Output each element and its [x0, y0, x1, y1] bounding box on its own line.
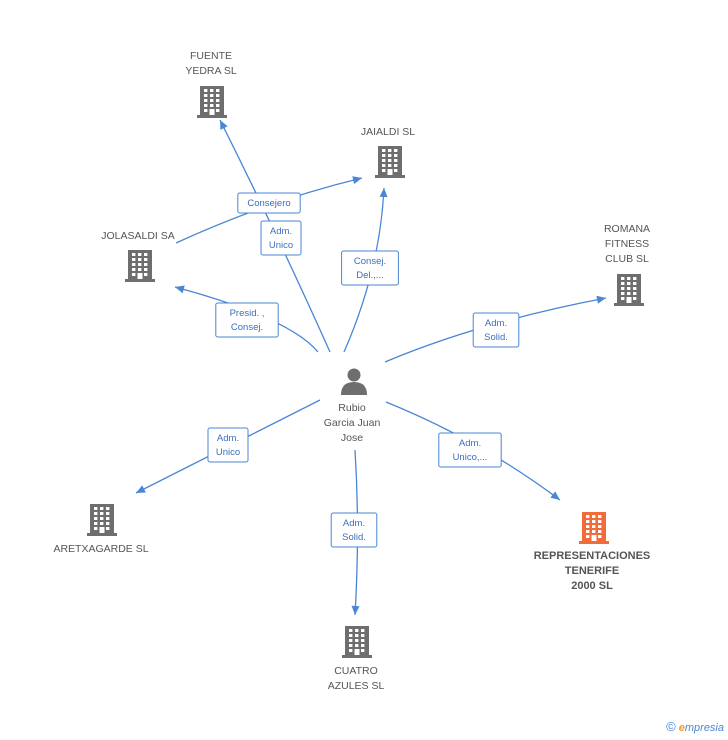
company-node-fuente[interactable]: FUENTE YEDRA SL — [185, 50, 237, 118]
company-name: JAIALDI SL — [361, 126, 415, 138]
company-name: FUENTE YEDRA SL — [185, 50, 237, 77]
relation-label-text-line: Adm. — [343, 518, 365, 529]
person-icon[interactable] — [341, 368, 367, 396]
footer-brand: © empresia — [666, 719, 724, 734]
relation-label-box — [330, 512, 378, 548]
copyright-icon: © — [666, 719, 676, 734]
company-name-line: FITNESS — [605, 238, 649, 250]
relation-label[interactable]: Adm. Unico,... — [438, 432, 502, 468]
relation-label-text-line: Adm. — [217, 433, 239, 444]
company-name-line: JOLASALDI SA — [101, 230, 175, 242]
relation-label[interactable]: Adm. Solid. — [330, 512, 378, 548]
relation-label-text-line: Solid. — [342, 532, 366, 543]
company-name: ARETXAGARDE SL — [53, 543, 148, 555]
relation-label-text: Consejero — [247, 198, 290, 209]
relation-label-text: Consej. Del.,... — [354, 256, 386, 281]
relation-label-box — [215, 302, 279, 338]
relation-label[interactable]: Adm. Solid. — [472, 312, 520, 348]
relation-label-text: Adm. Solid. — [342, 518, 366, 543]
relation-label-text: Adm. Unico,... — [453, 438, 488, 463]
relation-label-text-line: Unico — [216, 447, 240, 458]
relation-label-box — [237, 192, 301, 214]
building-icon[interactable] — [614, 274, 644, 306]
relation-label-text: Adm. Unico — [269, 226, 293, 251]
company-name-line: ROMANA — [604, 223, 650, 235]
relation-label-text-line: Adm. — [485, 318, 507, 329]
brand-logo-initial: e — [678, 722, 685, 734]
company-name-line: JAIALDI SL — [361, 126, 415, 138]
relation-label[interactable]: Adm. Unico — [260, 220, 302, 256]
company-name-line: TENERIFE — [565, 565, 619, 577]
arrow-head-icon — [220, 120, 228, 130]
arrow-head-icon — [596, 295, 606, 304]
company-name: ROMANA FITNESS CLUB SL — [604, 223, 650, 265]
relation-label-text-line: Adm. — [270, 226, 292, 237]
company-name: JOLASALDI SA — [101, 230, 175, 242]
building-icon[interactable] — [342, 626, 372, 658]
building-icon[interactable] — [375, 146, 405, 178]
relation-label[interactable]: Consej. Del.,... — [341, 250, 399, 286]
building-icon[interactable] — [87, 504, 117, 536]
company-name: REPRESENTACIONES TENERIFE 2000 SL — [534, 550, 651, 592]
relation-label-text-line: Solid. — [484, 332, 508, 343]
company-name-line: AZULES SL — [328, 680, 385, 692]
company-name-line: FUENTE — [190, 50, 232, 62]
company-node-romana[interactable]: ROMANA FITNESS CLUB SL — [604, 223, 650, 306]
person-name-line: Jose — [341, 432, 363, 444]
company-node-jolasaldi[interactable]: JOLASALDI SA — [101, 230, 175, 282]
relation-label-text-line: Del.,... — [356, 270, 383, 281]
company-name-line: 2000 SL — [571, 580, 613, 592]
relation-label-text-line: Unico,... — [453, 452, 488, 463]
relation-label-text: Adm. Unico — [216, 433, 240, 458]
relation-label-text-line: Unico — [269, 240, 293, 251]
relation-label[interactable]: Presid. , Consej. — [215, 302, 279, 338]
company-node-jaialdi[interactable]: JAIALDI SL — [361, 126, 415, 178]
relation-label-box — [472, 312, 520, 348]
brand-logo-text: mpresia — [684, 722, 724, 734]
company-name-line: ARETXAGARDE SL — [53, 543, 148, 555]
arrow-head-icon — [175, 285, 185, 294]
relation-label-box — [438, 432, 502, 468]
person-name-line: Garcia Juan — [324, 417, 381, 429]
arrow-head-icon — [136, 485, 146, 493]
relation-label-box — [207, 427, 249, 463]
arrow-head-icon — [351, 605, 360, 615]
company-node-cuatro[interactable]: CUATRO AZULES SL — [328, 626, 385, 692]
arrow-head-icon — [352, 176, 362, 184]
company-name-line: REPRESENTACIONES — [534, 550, 651, 562]
company-name-line: CUATRO — [334, 665, 378, 677]
person-name-line: Rubio — [338, 402, 366, 414]
relation-label-text-line: Presid. , — [230, 308, 265, 319]
building-icon[interactable] — [125, 250, 155, 282]
company-name-line: CLUB SL — [605, 253, 649, 265]
relation-label-text: Presid. , Consej. — [230, 308, 265, 333]
relation-label[interactable]: Adm. Unico — [207, 427, 249, 463]
relation-label-box — [341, 250, 399, 286]
building-icon[interactable] — [579, 512, 609, 544]
relation-label[interactable]: Consejero — [237, 192, 301, 214]
company-node-aretxagarde[interactable]: ARETXAGARDE SL — [53, 504, 149, 555]
company-name-line: YEDRA SL — [185, 65, 237, 77]
company-name: CUATRO AZULES SL — [328, 665, 385, 692]
arrow-head-icon — [550, 491, 560, 500]
relation-label-box — [260, 220, 302, 256]
relation-label-text-line: Consej. — [231, 322, 263, 333]
relation-label-text-line: Consejero — [247, 198, 290, 209]
relation-label-text: Adm. Solid. — [484, 318, 508, 343]
arrow-head-icon — [379, 188, 388, 198]
relation-label-text-line: Consej. — [354, 256, 386, 267]
building-icon[interactable] — [197, 86, 227, 118]
company-node-representaciones[interactable]: REPRESENTACIONES TENERIFE 2000 SL — [534, 512, 651, 592]
relation-label-text-line: Adm. — [459, 438, 481, 449]
